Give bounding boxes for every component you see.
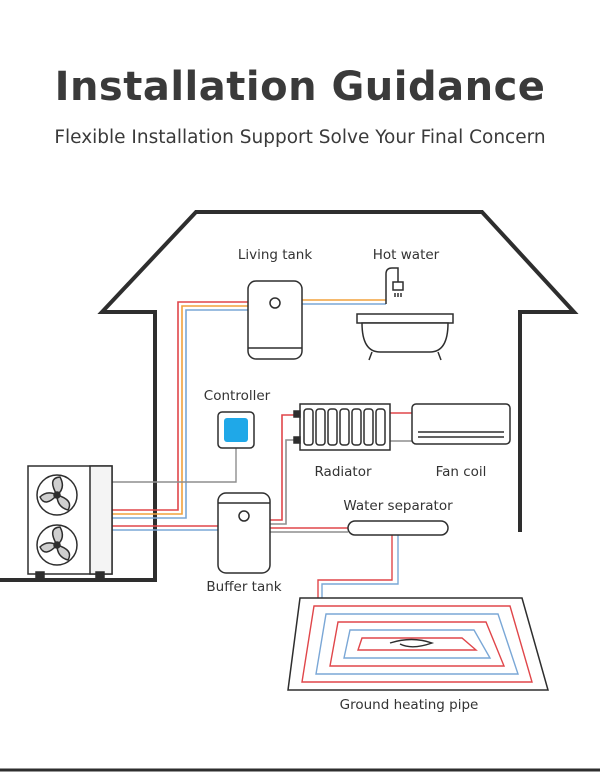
hot-water-label: Hot water: [372, 247, 440, 263]
radiator-label: Radiator: [314, 464, 372, 480]
controller-label: Controller: [203, 388, 271, 404]
fan-icon: [36, 474, 78, 516]
living-tank-icon: [247, 280, 303, 360]
bathtub-icon: [356, 313, 454, 361]
radiator-icon: [293, 403, 391, 451]
fan-coil-label: Fan coil: [435, 464, 487, 480]
living-tank-label: Living tank: [237, 247, 313, 263]
heating-pipes: [112, 412, 412, 533]
buffer-tank-icon: [217, 492, 271, 574]
shower-icon: [385, 267, 404, 304]
buffer-tank-label: Buffer tank: [206, 579, 282, 595]
heat-pump-unit-icon: [27, 465, 113, 579]
fan-coil-icon: [411, 403, 511, 445]
ground-heating-pipe-label: Ground heating pipe: [339, 697, 479, 713]
separator-pipes: [317, 535, 399, 598]
page-title: Installation Guidance: [54, 64, 546, 110]
water-separator-label: Water separator: [343, 498, 453, 514]
page-subtitle: Flexible Installation Support Solve Your…: [54, 127, 546, 148]
controller-icon: [217, 411, 255, 449]
fan-icon: [36, 524, 78, 566]
floor-heating-coil-icon: [287, 597, 549, 691]
living-tank-pipes: [112, 299, 386, 519]
house-outline-icon: [0, 210, 579, 582]
controller-wiring: [112, 448, 237, 483]
water-separator-icon: [347, 520, 449, 536]
